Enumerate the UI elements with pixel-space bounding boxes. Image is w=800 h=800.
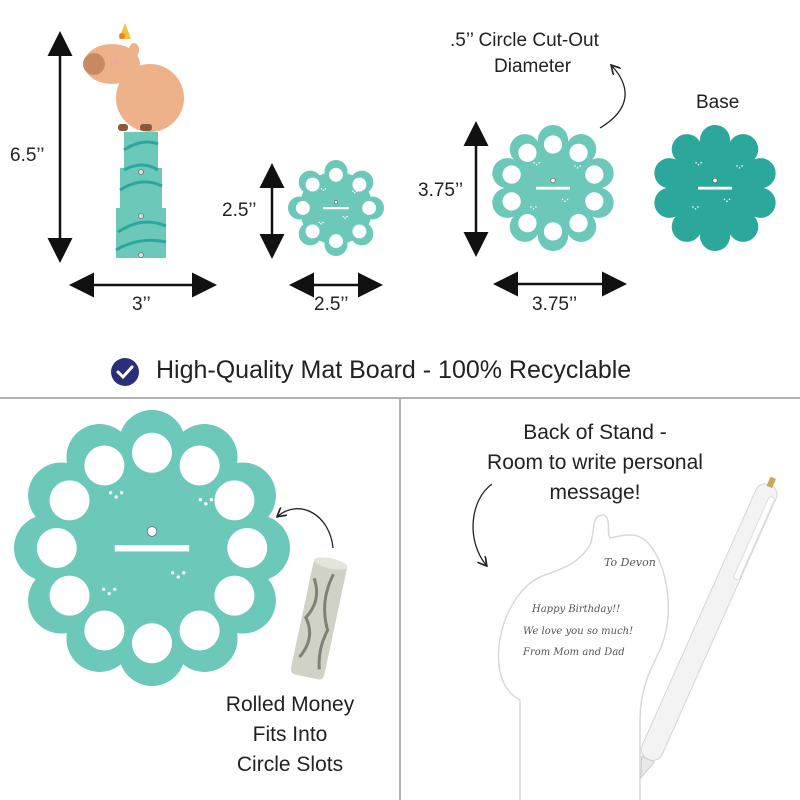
money-slot (585, 165, 604, 184)
stand-back (497, 514, 670, 800)
caption-line: Back of Stand - (523, 421, 667, 444)
money-slot (305, 224, 320, 239)
money-slot (49, 480, 90, 521)
money-slot (329, 167, 343, 182)
note-to: To Devon (604, 556, 656, 569)
cutout-note-line1: .5’’ Circle Cut-Out (450, 30, 599, 51)
base-label: Base (696, 92, 740, 113)
large-flower-stand (492, 124, 614, 252)
money-slot (502, 192, 521, 211)
stand-caption: Back of Stand - Room to write personal m… (450, 418, 740, 508)
money-slot (543, 222, 563, 241)
topper-width-label: 3’’ (132, 294, 151, 315)
money-slot (518, 143, 537, 162)
large-height-label: 3.75’’ (418, 180, 464, 201)
pen (640, 476, 778, 780)
money-slot (179, 610, 220, 651)
note-line: We love you so much! (523, 626, 634, 637)
money-slot (329, 234, 343, 249)
money-pointer-arrow (278, 509, 334, 549)
large-width-label: 3.75’’ (532, 294, 578, 315)
capybara-topper (83, 23, 184, 258)
caption-line: message! (549, 481, 641, 504)
money-slot (84, 610, 125, 651)
rolled-money (290, 557, 348, 680)
money-slot (131, 623, 173, 664)
money-slot (295, 201, 310, 215)
money-slot (214, 480, 255, 521)
caption-line: Rolled Money (225, 693, 355, 716)
money-slot (227, 527, 268, 569)
cutout-note-line2: Diameter (494, 56, 572, 77)
money-slot (569, 143, 588, 162)
money-slot (131, 432, 173, 473)
small-height-label: 2.5’’ (222, 200, 257, 221)
money-slot (352, 177, 367, 192)
money-slot (305, 177, 320, 192)
caption-line: Room to write personal (487, 451, 703, 474)
topper-height-label: 6.5’’ (10, 145, 45, 166)
cutout-pointer-arrow (599, 66, 626, 129)
base-slot (323, 207, 349, 210)
money-slot (84, 445, 125, 486)
caption-line: Circle Slots (236, 753, 344, 776)
note-line: Happy Birthday!! (532, 604, 621, 615)
money-slot (49, 575, 90, 616)
money-slot (585, 192, 604, 211)
money-slot (36, 527, 77, 569)
check-circle-icon (111, 358, 139, 386)
money-slot (179, 445, 220, 486)
base-slot (697, 186, 733, 190)
money-slot (518, 214, 537, 233)
small-width-label: 2.5’’ (314, 294, 349, 315)
money-caption: Rolled Money Fits Into Circle Slots (210, 690, 370, 780)
money-slot (362, 201, 377, 215)
small-flower-stand (288, 160, 385, 256)
money-slot (543, 135, 563, 154)
base-slot (535, 186, 571, 190)
money-slot (569, 214, 588, 233)
banner-text: High-Quality Mat Board - 100% Recyclable (156, 356, 632, 384)
money-slot (502, 165, 521, 184)
money-slot (214, 575, 255, 616)
note-line: From Mom and Dad (523, 647, 625, 658)
base-stand (654, 124, 776, 252)
closeup-flower-stand (14, 410, 290, 686)
base-slot (114, 545, 190, 552)
stand-pointer-arrow (472, 483, 493, 565)
flower-stands (14, 124, 776, 686)
money-slot (352, 224, 367, 239)
caption-line: Fits Into (252, 723, 328, 746)
